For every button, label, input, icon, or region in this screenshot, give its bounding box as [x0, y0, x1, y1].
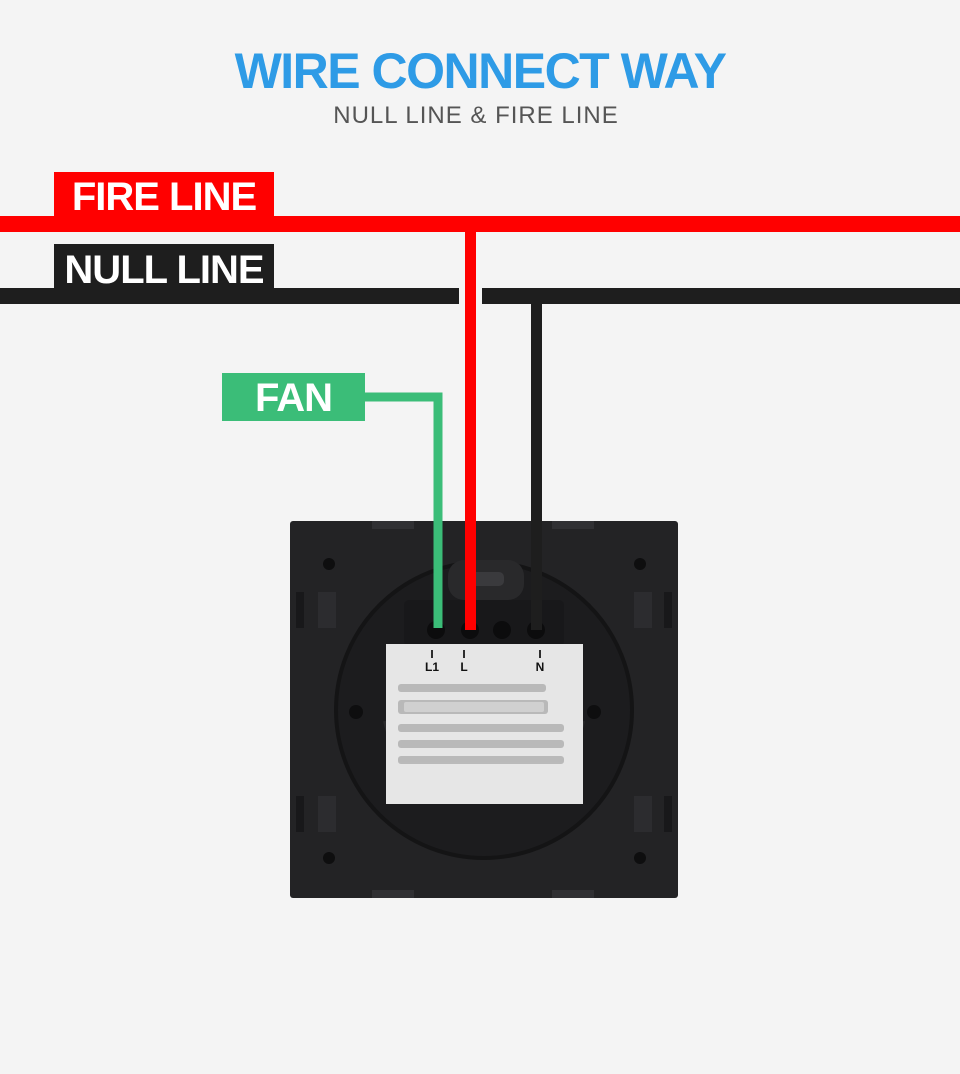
product-label-sticker — [386, 644, 583, 804]
null-line-label: NULL LINE — [54, 244, 274, 292]
null-drop-wire — [531, 302, 542, 630]
switch-panel — [290, 521, 678, 898]
null-line-wire-right — [482, 288, 960, 304]
fan-label: FAN — [222, 373, 365, 421]
fan-wire — [365, 392, 443, 628]
fire-line-wire — [0, 216, 960, 232]
terminal-label-l: L — [460, 660, 467, 674]
fire-line-label: FIRE LINE — [54, 172, 274, 220]
null-line-wire-left — [0, 288, 459, 304]
diagram-title: WIRE CONNECT WAY — [234, 43, 727, 99]
terminal-blank-hole — [493, 621, 511, 639]
fire-drop-wire — [465, 230, 476, 630]
terminal-label-n: N — [536, 660, 545, 674]
diagram-subtitle: NULL LINE & FIRE LINE — [333, 102, 619, 129]
terminal-label-l1: L1 — [425, 660, 439, 674]
